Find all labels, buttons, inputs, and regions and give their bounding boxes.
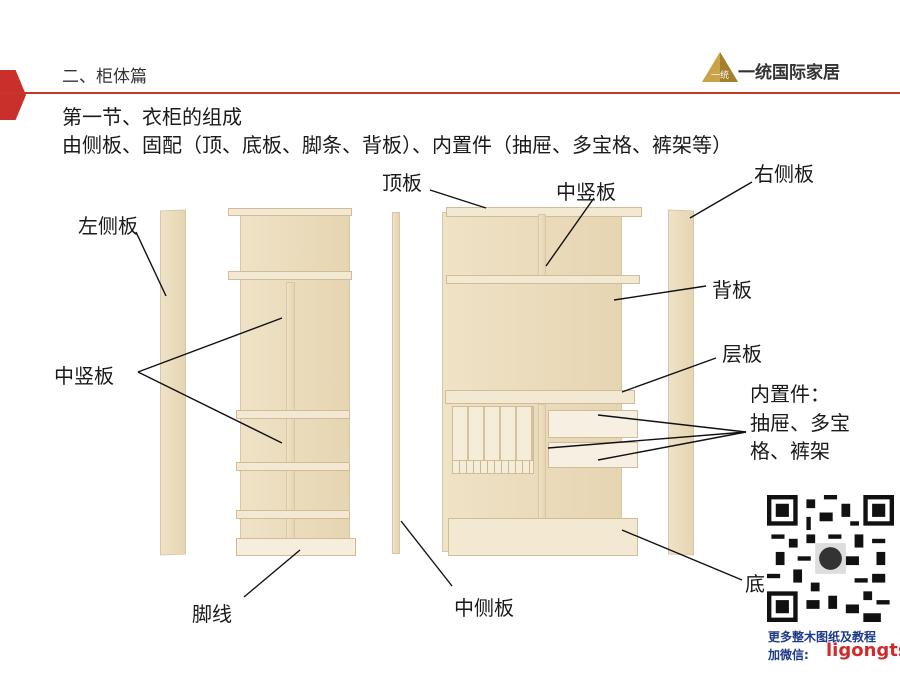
logo-badge-text: 一统 [711, 69, 729, 81]
middle-side-panel [392, 212, 400, 554]
inner-leader-1 [597, 414, 747, 433]
left-shelf-2 [236, 462, 350, 471]
label-middle-side: 中侧板 [454, 596, 514, 620]
label-center-vertical-left: 中竖板 [54, 364, 114, 388]
back-leader [613, 285, 707, 301]
inner-leader-2 [547, 431, 747, 449]
left-shelf-3 [236, 510, 350, 519]
label-right-side: 右侧板 [754, 162, 814, 186]
label-center-vertical-right: 中竖板 [556, 180, 616, 204]
logo-text: 一统国际家居 [738, 63, 840, 83]
pyramid-logo-icon: 一统 [702, 52, 738, 82]
left-shelf-1 [236, 410, 350, 419]
label-shelf: 层板 [722, 342, 762, 366]
label-back: 背板 [712, 278, 752, 302]
bottom-leader [621, 529, 743, 581]
promo-wechat-handle: ligongts [826, 640, 900, 661]
left-top-shelf [228, 208, 352, 216]
pants-rack [452, 460, 534, 474]
qr-code [767, 495, 894, 622]
kick-leader [243, 549, 301, 598]
section-title: 二、柜体篇 [62, 67, 147, 87]
inner-leader-3 [597, 431, 747, 461]
right-side-leader [689, 181, 753, 219]
right-upper-shelf [446, 275, 640, 284]
promo-wechat-label: 加微信: [768, 648, 809, 662]
label-left-side: 左侧板 [78, 214, 138, 238]
header-divider [0, 92, 900, 94]
label-inner-line2: 抽屉、多宝 [750, 411, 850, 435]
section-heading: 第一节、衣柜的组成 [62, 105, 242, 129]
right-mid-shelf [445, 390, 635, 404]
top-leader [429, 189, 487, 209]
promo-text: 更多整木图纸及教程 [768, 630, 877, 644]
middle-side-leader [400, 520, 453, 587]
label-inner-line1: 内置件： [750, 382, 830, 406]
label-top: 顶板 [382, 171, 422, 195]
shelf-leader [621, 357, 717, 393]
center-vertical-right-leader [545, 197, 595, 267]
label-kick: 脚线 [192, 602, 232, 626]
left-upper-shelf [228, 271, 352, 280]
left-side-leader [135, 231, 167, 297]
center-vertical-leader-1 [137, 317, 283, 373]
drawer-1 [548, 410, 638, 438]
label-bottom-partial: 底 [745, 572, 765, 596]
right-bottom-kick [448, 518, 638, 556]
left-bottom-kick [236, 538, 356, 556]
section-description: 由侧板、固配（顶、底板、脚条、背板）、内置件（抽屉、多宝格、裤架等） [62, 133, 732, 157]
center-vertical-leader-2 [137, 371, 283, 444]
logo: 一统 [700, 50, 860, 86]
label-inner-line3: 格、裤架 [750, 439, 830, 463]
qr-code-icon [767, 495, 894, 622]
